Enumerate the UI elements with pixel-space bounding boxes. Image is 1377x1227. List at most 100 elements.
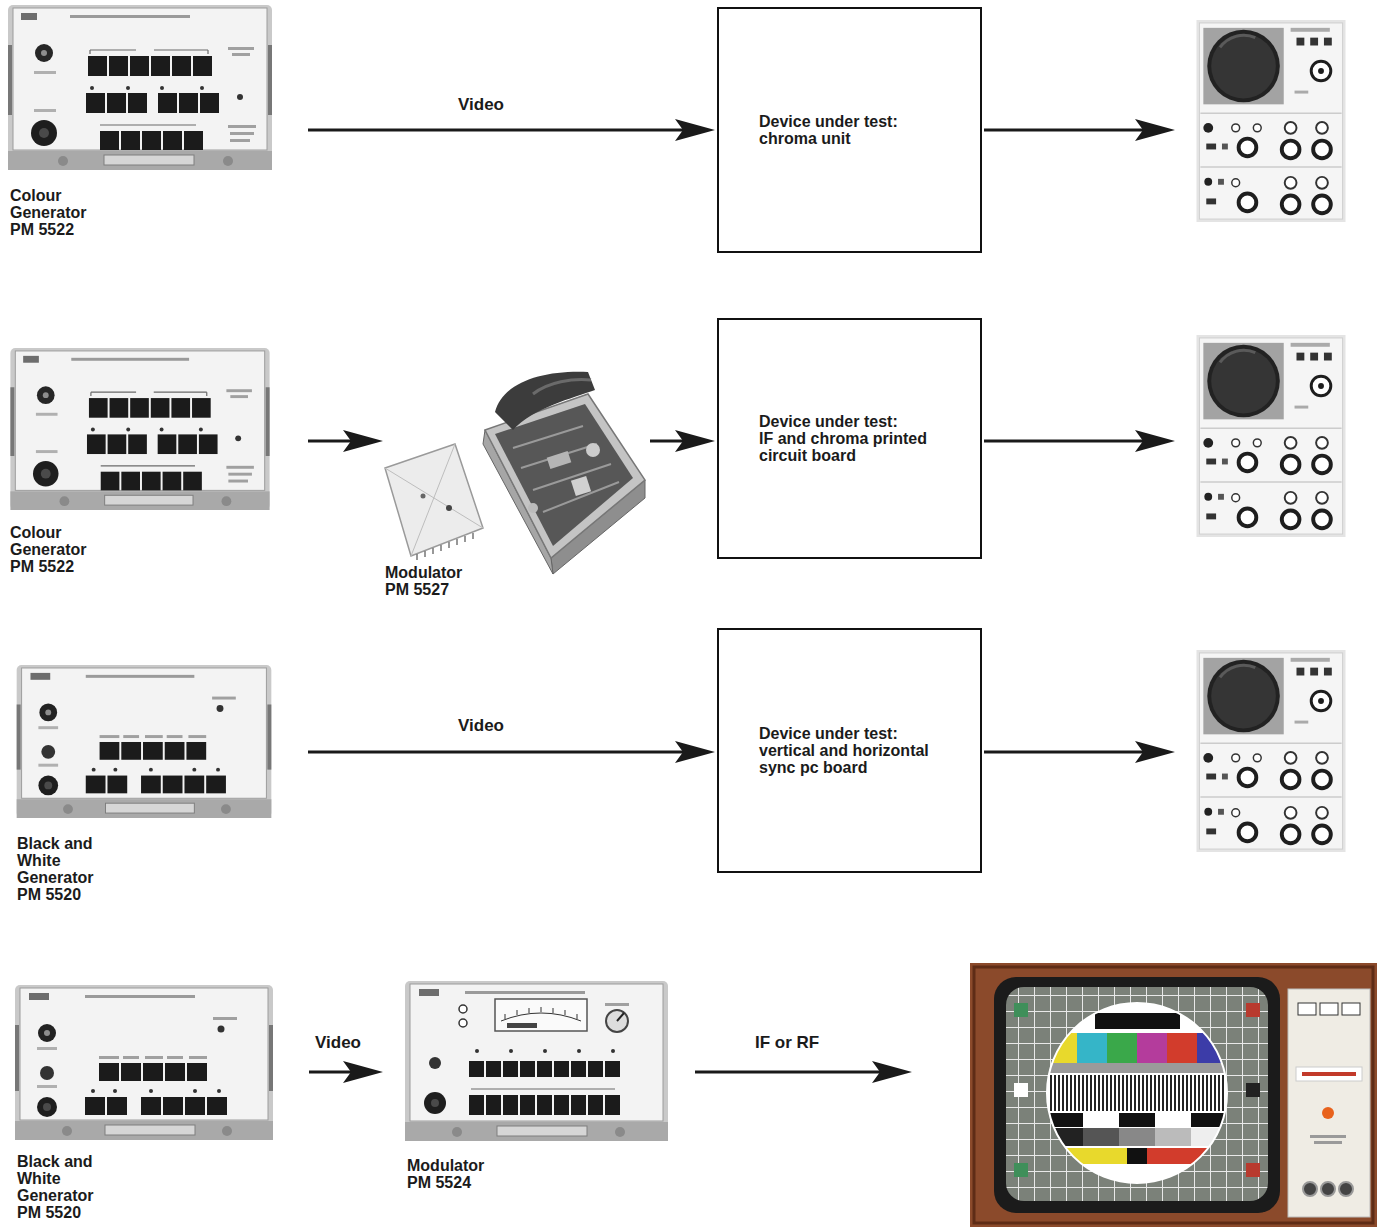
television-photo [1314, 1141, 1342, 1144]
television-photo [1127, 1148, 1147, 1164]
television-photo [1197, 1033, 1227, 1063]
signal-arrow [308, 751, 697, 754]
television-photo [1077, 1033, 1107, 1063]
oscilloscope-photo [1196, 335, 1345, 537]
television-photo [1083, 1128, 1119, 1146]
television-photo [1303, 1182, 1317, 1196]
modulator: Modulator PM 5524 [405, 981, 668, 1199]
plug-in-modulator-photo [446, 505, 452, 511]
bw-generator-photo [17, 665, 272, 818]
plug-in-modulator-photo [513, 426, 619, 512]
television-photo [994, 977, 1280, 1213]
box-heading: Device under test: [759, 113, 898, 130]
signal-arrow [308, 129, 697, 132]
television-photo [1047, 1003, 1227, 1183]
caption-block: Black and White Generator PM 5520 [17, 1153, 112, 1221]
plug-in-modulator-photo [421, 494, 426, 499]
plug-in-modulator-photo [571, 476, 591, 496]
plug-in-modulator-photo [385, 444, 483, 556]
instrument-caption: Black and White Generator PM 5520 [17, 1153, 112, 1221]
box-text: vertical and horizontal sync pc board [759, 742, 959, 776]
television-photo [1047, 1003, 1227, 1183]
television-photo [970, 963, 1377, 1227]
caption-block: Modulator PM 5527 [385, 564, 480, 598]
signal-arrow [650, 440, 697, 443]
television-photo [1302, 1072, 1356, 1076]
television-photo [1095, 1013, 1180, 1029]
television-photo [1322, 1107, 1334, 1119]
television-photo [1320, 1003, 1338, 1015]
television-photo [1296, 1067, 1362, 1081]
plug-in-modulator-photo [586, 443, 600, 457]
oscilloscope [1195, 18, 1347, 224]
television-photo [1339, 1182, 1353, 1196]
television-photo [1083, 1113, 1119, 1127]
television-photo [1147, 1148, 1227, 1164]
caption-block: Colour Generator PM 5522 [10, 524, 105, 575]
plug-in-modulator-photo [547, 451, 572, 469]
television-photo [1047, 1063, 1227, 1073]
instrument-caption: Modulator PM 5527 [385, 564, 480, 598]
oscilloscope [1195, 648, 1347, 854]
instrument-caption: Colour Generator PM 5522 [10, 187, 105, 238]
television-photo [1191, 1128, 1227, 1146]
television-photo [1107, 1033, 1137, 1063]
caption-block: Modulator PM 5524 [407, 1157, 502, 1191]
television-photo [1047, 1033, 1077, 1063]
television-photo [1047, 1148, 1127, 1164]
television-photo [1321, 1182, 1335, 1196]
television-photo [1047, 1003, 1227, 1183]
instrument-caption: Black and White Generator PM 5520 [17, 835, 112, 903]
television-photo [1246, 1083, 1260, 1097]
modulator: Modulator PM 5527 [383, 368, 648, 606]
television-photo [1047, 1128, 1083, 1146]
colour-generator-photo [10, 348, 269, 510]
colour-generator-photo [8, 5, 272, 170]
plug-in-modulator-photo [385, 372, 645, 574]
television-photo [1167, 1033, 1197, 1063]
television-photo [1119, 1128, 1155, 1146]
signal-arrow [695, 1071, 894, 1074]
television-photo [1246, 1003, 1260, 1017]
plug-in-modulator-photo [385, 444, 483, 556]
bw-generator: Black and White Generator PM 5520 [15, 663, 273, 911]
oscilloscope-photo [1196, 20, 1345, 222]
signal-arrow [984, 129, 1157, 132]
television-photo [1006, 987, 1268, 1201]
television-photo [1342, 1003, 1360, 1015]
television-photo [1014, 1163, 1028, 1177]
device-under-test-box: Device under test:chroma unit [717, 7, 982, 253]
colour-generator: Colour Generator PM 5522 [8, 5, 272, 247]
colour-generator: Colour Generator PM 5522 [8, 348, 272, 583]
caption-block: Colour Generator PM 5522 [10, 187, 105, 238]
television-photo [1006, 987, 1268, 1201]
signal-label: Video [313, 1033, 363, 1053]
television-photo [1155, 1113, 1191, 1127]
television-photo [1014, 1003, 1028, 1017]
signal-arrow [984, 440, 1157, 443]
television-photo [1288, 989, 1370, 1217]
bw-generator-photo [15, 985, 273, 1140]
box-text: chroma unit [759, 130, 851, 147]
signal-arrow [309, 1071, 365, 1074]
connector-group [308, 130, 1157, 1072]
instrument-caption: Colour Generator PM 5522 [10, 524, 105, 575]
television-receiver [970, 963, 1377, 1227]
television-photo [1155, 1128, 1191, 1146]
signal-label: IF or RF [753, 1033, 821, 1053]
device-under-test-box: Device under test:IF and chroma printed … [717, 318, 982, 559]
television-photo [1246, 1163, 1260, 1177]
box-text: IF and chroma printed circuit board [759, 430, 959, 464]
plug-in-modulator-photo [417, 533, 473, 560]
television-photo [970, 963, 1377, 1227]
television-photo [1047, 1075, 1227, 1111]
signal-label: Video [456, 95, 506, 115]
plug-in-modulator-photo [495, 372, 595, 430]
oscilloscope [1195, 333, 1347, 539]
device-under-test-box: Device under test:vertical and horizonta… [717, 628, 982, 873]
instrument-caption: Modulator PM 5524 [407, 1157, 502, 1191]
box-heading: Device under test: [759, 725, 898, 742]
